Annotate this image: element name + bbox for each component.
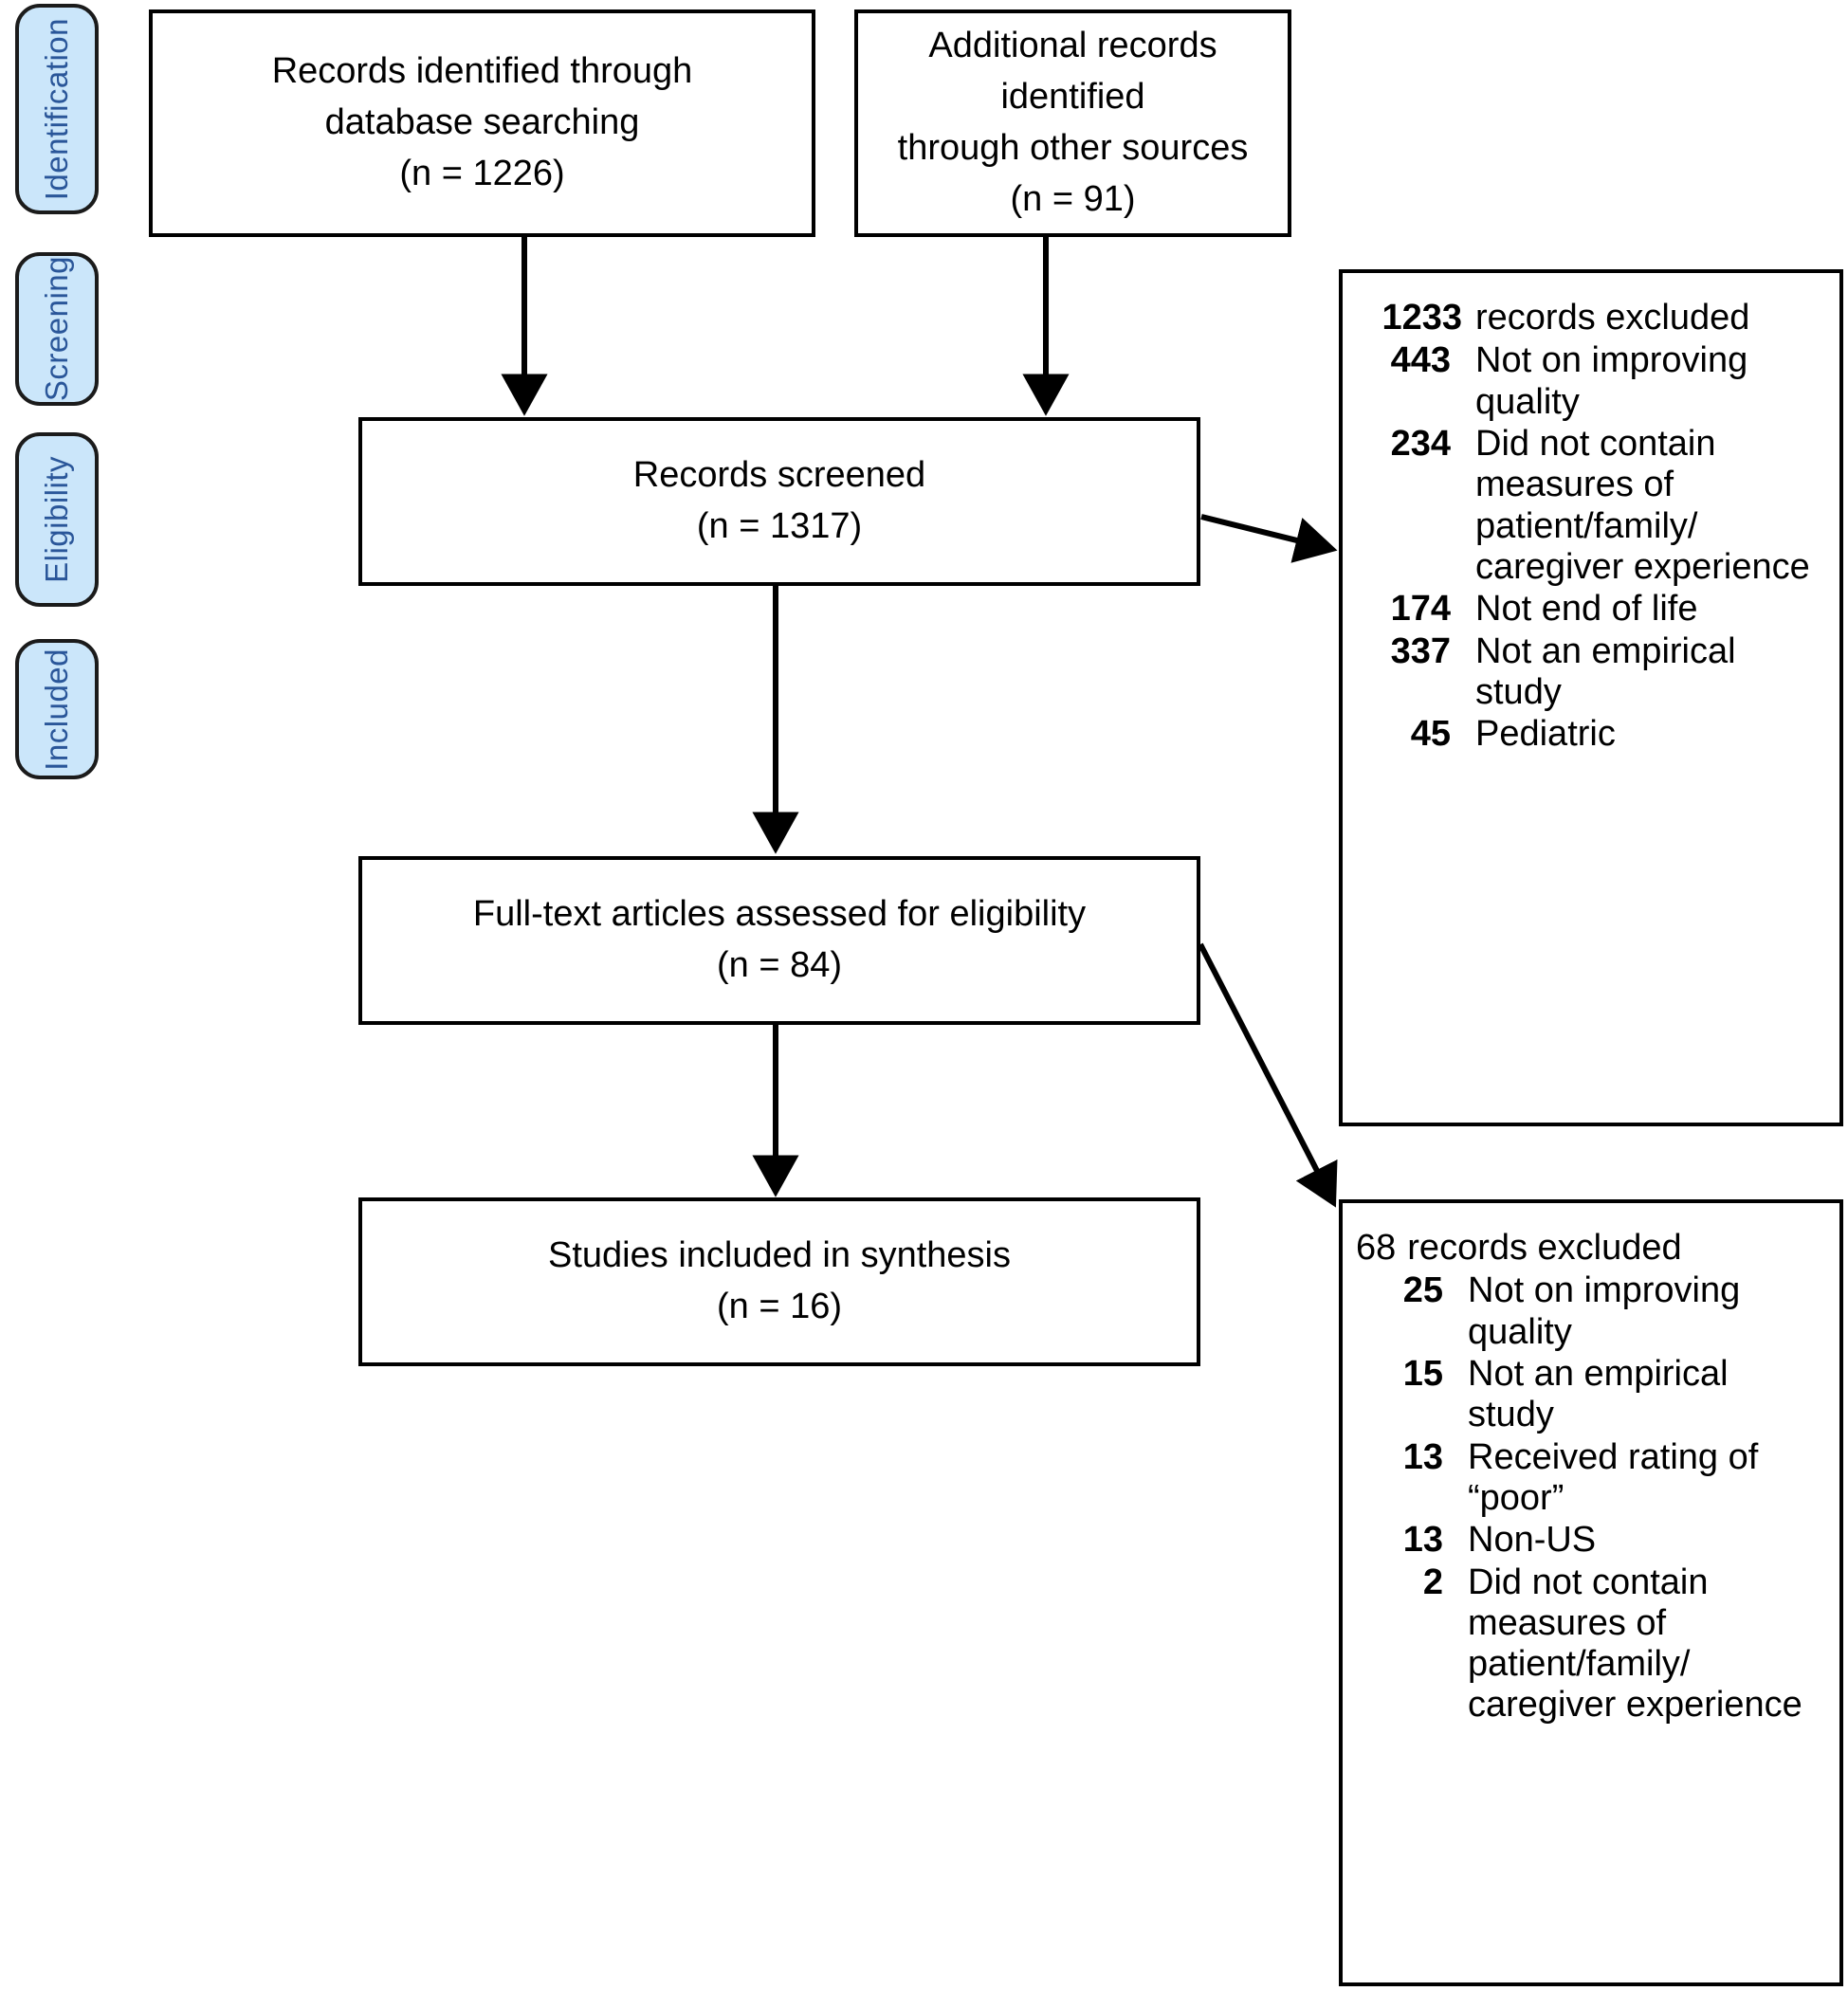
excluded-eligibility-total: 68 xyxy=(1356,1228,1397,1268)
box-db-line1: Records identified through xyxy=(271,51,693,92)
box-other-line2: through other sources xyxy=(897,128,1249,168)
reason-count: 337 xyxy=(1390,630,1451,671)
excluded-screening-total: 1233 xyxy=(1381,298,1462,338)
box-other-line1: Additional records identified xyxy=(928,26,1217,118)
reason-text: Did not contain measures of patient/fami… xyxy=(1468,1562,1802,1726)
excluded-eligibility-reason: 15 Not an empirical study xyxy=(1356,1354,1822,1436)
box-screened-count: (n = 1317) xyxy=(696,506,863,546)
excluded-screening-reason: 174 Not end of life xyxy=(1363,589,1822,630)
reason-text: Not on improving quality xyxy=(1475,340,1748,422)
box-records-screened: Records screened (n = 1317) xyxy=(358,417,1200,586)
reason-count: 45 xyxy=(1410,714,1451,755)
box-additional-records-other-sources: Additional records identified through ot… xyxy=(854,9,1291,237)
box-studies-included: Studies included in synthesis (n = 16) xyxy=(358,1197,1200,1366)
stage-included: Included xyxy=(15,639,99,779)
excluded-screening-total-label: records excluded xyxy=(1475,298,1750,338)
box-fulltext-count: (n = 84) xyxy=(716,945,843,985)
stage-eligibility: Eligibility xyxy=(15,432,99,607)
reason-count: 234 xyxy=(1390,423,1451,464)
reason-text: Received rating of “poor” xyxy=(1468,1436,1759,1518)
excluded-screening-reason: 337 Not an empirical study xyxy=(1363,631,1822,714)
reason-text: Non-US xyxy=(1468,1520,1597,1561)
stage-included-label: Included xyxy=(39,648,74,771)
arrow-fulltext-to-excluded-2 xyxy=(1198,942,1338,1208)
excluded-screening-reason: 443 Not on improving quality xyxy=(1363,340,1822,423)
arrow-screened-to-excluded-1 xyxy=(1200,514,1338,563)
excluded-eligibility-header: 68 records excluded xyxy=(1356,1228,1822,1269)
excluded-eligibility-total-label: records excluded xyxy=(1407,1228,1682,1268)
excluded-eligibility-reason: 13 Non-US xyxy=(1356,1520,1822,1561)
reason-count: 13 xyxy=(1402,1436,1443,1477)
excluded-screening-header: 1233 records excluded xyxy=(1363,298,1822,338)
reason-text: Did not contain measures of patient/fami… xyxy=(1475,423,1810,587)
box-records-identified-database: Records identified through database sear… xyxy=(149,9,815,237)
stage-eligibility-label: Eligibility xyxy=(39,456,74,583)
box-included-count: (n = 16) xyxy=(716,1287,843,1326)
reason-count: 2 xyxy=(1422,1562,1443,1602)
stage-identification: Identification xyxy=(15,4,99,214)
box-excluded-eligibility: 68 records excluded 25 Not on improving … xyxy=(1339,1199,1843,1986)
reason-text: Not end of life xyxy=(1475,589,1698,630)
box-excluded-screening: 1233 records excluded 443 Not on improvi… xyxy=(1339,269,1843,1126)
excluded-screening-reason: 234 Did not contain measures of patient/… xyxy=(1363,424,1822,588)
excluded-eligibility-reason: 13 Received rating of “poor” xyxy=(1356,1437,1822,1520)
reason-text: Pediatric xyxy=(1475,714,1616,755)
box-included-line1: Studies included in synthesis xyxy=(548,1235,1011,1276)
box-screened-line1: Records screened xyxy=(632,455,926,496)
stage-screening: Screening xyxy=(15,252,99,406)
reason-text: Not an empirical study xyxy=(1468,1353,1729,1435)
reason-text: Not an empirical study xyxy=(1475,630,1736,712)
excluded-screening-reason: 45 Pediatric xyxy=(1363,714,1822,755)
reason-count: 13 xyxy=(1402,1520,1443,1561)
reason-count: 25 xyxy=(1402,1270,1443,1311)
box-fulltext-line1: Full-text articles assessed for eligibil… xyxy=(472,894,1087,935)
reason-text: Not on improving quality xyxy=(1468,1270,1741,1352)
reason-count: 174 xyxy=(1390,589,1451,630)
box-other-count: (n = 91) xyxy=(1010,178,1136,219)
excluded-eligibility-reason: 2 Did not contain measures of patient/fa… xyxy=(1356,1562,1822,1726)
excluded-eligibility-reason: 25 Not on improving quality xyxy=(1356,1270,1822,1353)
box-db-count: (n = 1226) xyxy=(399,153,565,193)
stage-identification-label: Identification xyxy=(39,17,74,201)
box-db-line2: database searching xyxy=(324,102,640,143)
box-fulltext-articles: Full-text articles assessed for eligibil… xyxy=(358,856,1200,1025)
stage-screening-label: Screening xyxy=(39,256,74,402)
reason-count: 15 xyxy=(1402,1353,1443,1394)
reason-count: 443 xyxy=(1390,340,1451,381)
